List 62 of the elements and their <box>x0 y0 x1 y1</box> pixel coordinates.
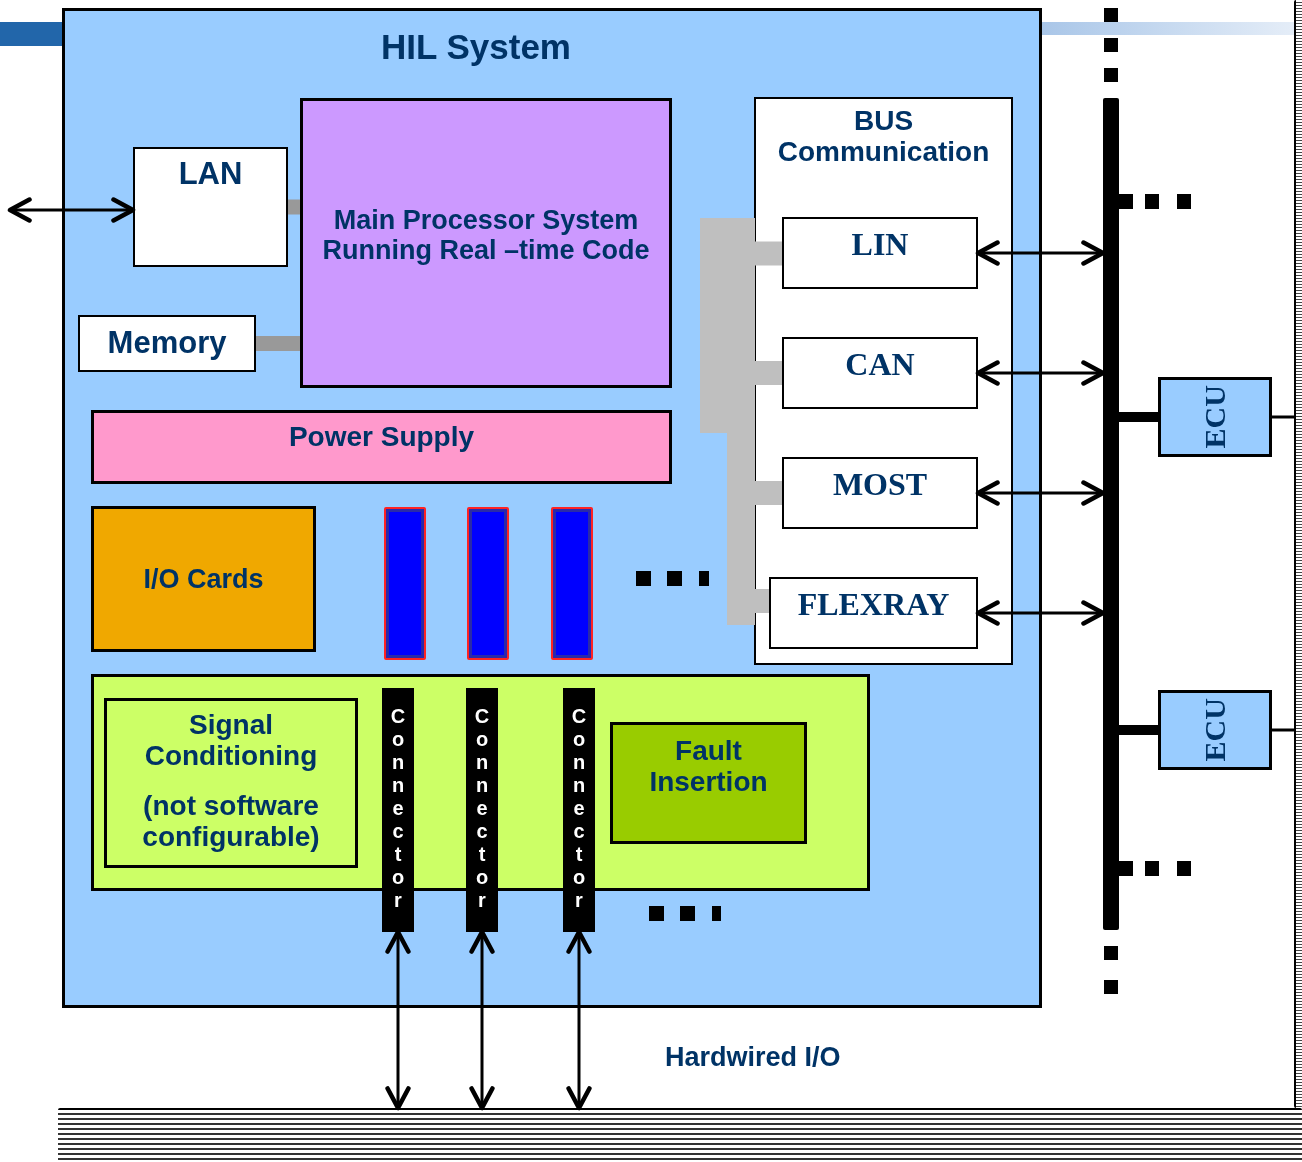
card-slot <box>384 507 426 660</box>
processor-box <box>300 98 672 388</box>
double-arrow <box>7 197 136 223</box>
node-label: FLEXRAY <box>797 587 950 623</box>
node-label: Power Supply <box>288 421 475 453</box>
module-box <box>104 698 358 868</box>
card-slot <box>551 507 593 660</box>
module-box <box>610 722 807 844</box>
node-label: Memory <box>107 326 227 361</box>
node-label: (not software configurable) <box>141 789 321 853</box>
system-box <box>62 8 1042 1008</box>
module-box <box>78 315 256 372</box>
connector-line <box>755 589 769 613</box>
node-label: BUS Communication <box>776 105 991 168</box>
double-arrow <box>975 480 1106 506</box>
connector-line <box>288 199 300 215</box>
protocol-box <box>782 457 978 529</box>
connector-line <box>1272 728 1294 732</box>
node-label: Fault Insertion <box>648 735 769 798</box>
node-label: LIN <box>851 227 909 263</box>
io-panel <box>91 674 870 891</box>
node-label: Connector <box>390 705 406 912</box>
hardware-rack <box>1294 0 1302 1108</box>
connector-line <box>256 336 300 351</box>
double-arrow <box>566 929 592 1111</box>
protocol-box <box>782 217 978 289</box>
node-label: LAN <box>178 157 243 192</box>
node-label: HIL System <box>381 27 571 67</box>
node-label: Connector <box>571 705 587 912</box>
connector-line <box>755 481 782 505</box>
node-label: ECU <box>1198 698 1232 762</box>
protocol-box <box>769 577 978 649</box>
node-label: CAN <box>845 347 915 383</box>
double-arrow <box>469 929 495 1111</box>
connector-line <box>755 241 782 266</box>
bus-panel <box>754 97 1013 665</box>
double-arrow <box>385 929 411 1111</box>
node-label: ECU <box>1198 385 1232 449</box>
connector-line <box>755 361 782 385</box>
connector-line <box>1272 415 1294 419</box>
connector-strip <box>563 688 595 932</box>
connector-line <box>1119 725 1158 735</box>
connector-strip <box>466 688 498 932</box>
double-arrow <box>975 240 1106 266</box>
hardwired-io-bus <box>58 1108 1302 1162</box>
protocol-box <box>782 337 978 409</box>
node-label: I/O Cards <box>143 563 264 595</box>
node-label: MOST <box>832 467 928 503</box>
module-box <box>133 147 288 267</box>
node-label: Connector <box>474 705 490 912</box>
ecu-box <box>1158 377 1272 457</box>
power-supply-bar <box>91 410 672 484</box>
double-arrow <box>975 360 1106 386</box>
ecu-box <box>1158 690 1272 770</box>
double-arrow <box>975 600 1106 626</box>
connector-strip <box>382 688 414 932</box>
connector-line <box>1119 412 1158 422</box>
card-box <box>91 506 316 652</box>
bus-caption: Hardwired I/O <box>665 1042 841 1073</box>
node-label: Main Processor System Running Real –time Code <box>321 204 651 266</box>
card-slot <box>467 507 509 660</box>
node-label: Signal Conditioning <box>143 709 319 772</box>
